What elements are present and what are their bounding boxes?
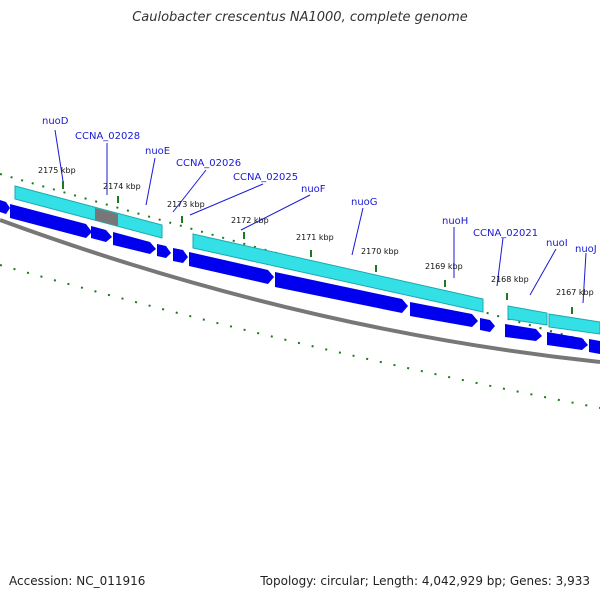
kbp-label-2168: 2168 kbp [491, 275, 529, 284]
kbp-label-2169: 2169 kbp [425, 262, 463, 271]
kbp-label-2175: 2175 kbp [38, 166, 76, 175]
gene-label-nuoI: nuoI [546, 238, 568, 249]
gene-label-nuoG: nuoG [351, 197, 378, 208]
kbp-label-2173: 2173 kbp [167, 200, 205, 209]
cds-arrows [0, 200, 600, 354]
gene-label-ccna-02026: CCNA_02026 [176, 158, 241, 169]
kbp-labels: 2175 kbp 2174 kbp 2173 kbp 2172 kbp 2171… [38, 166, 594, 297]
gene-label-nuoH: nuoH [442, 216, 468, 227]
kbp-label-2167: 2167 kbp [556, 288, 594, 297]
gene-labels: nuoD CCNA_02028 nuoE CCNA_02026 CCNA_020… [42, 116, 597, 255]
kbp-label-2171: 2171 kbp [296, 233, 334, 242]
gene-label-ccna-02021: CCNA_02021 [473, 228, 538, 239]
gene-label-ccna-02028: CCNA_02028 [75, 131, 140, 142]
genome-backbone [0, 218, 600, 364]
kbp-label-2174: 2174 kbp [103, 182, 141, 191]
topology-summary: Topology: circular; Length: 4,042,929 bp… [260, 574, 590, 588]
gene-label-nuoE: nuoE [145, 146, 170, 157]
gene-leaders [54, 129, 587, 304]
accession-text: Accession: NC_011916 [9, 574, 146, 588]
kbp-label-2170: 2170 kbp [361, 247, 399, 256]
gene-label-ccna-02025: CCNA_02025 [233, 172, 298, 183]
kbp-ticks [62, 181, 573, 314]
gene-label-nuoJ: nuoJ [575, 244, 597, 255]
kbp-label-2172: 2172 kbp [231, 216, 269, 225]
feature-band [14, 185, 600, 335]
map-title: Caulobacter crescentus NA1000, complete … [132, 10, 468, 25]
gene-label-nuoD: nuoD [42, 116, 69, 127]
gene-label-nuoF: nuoF [301, 184, 326, 195]
